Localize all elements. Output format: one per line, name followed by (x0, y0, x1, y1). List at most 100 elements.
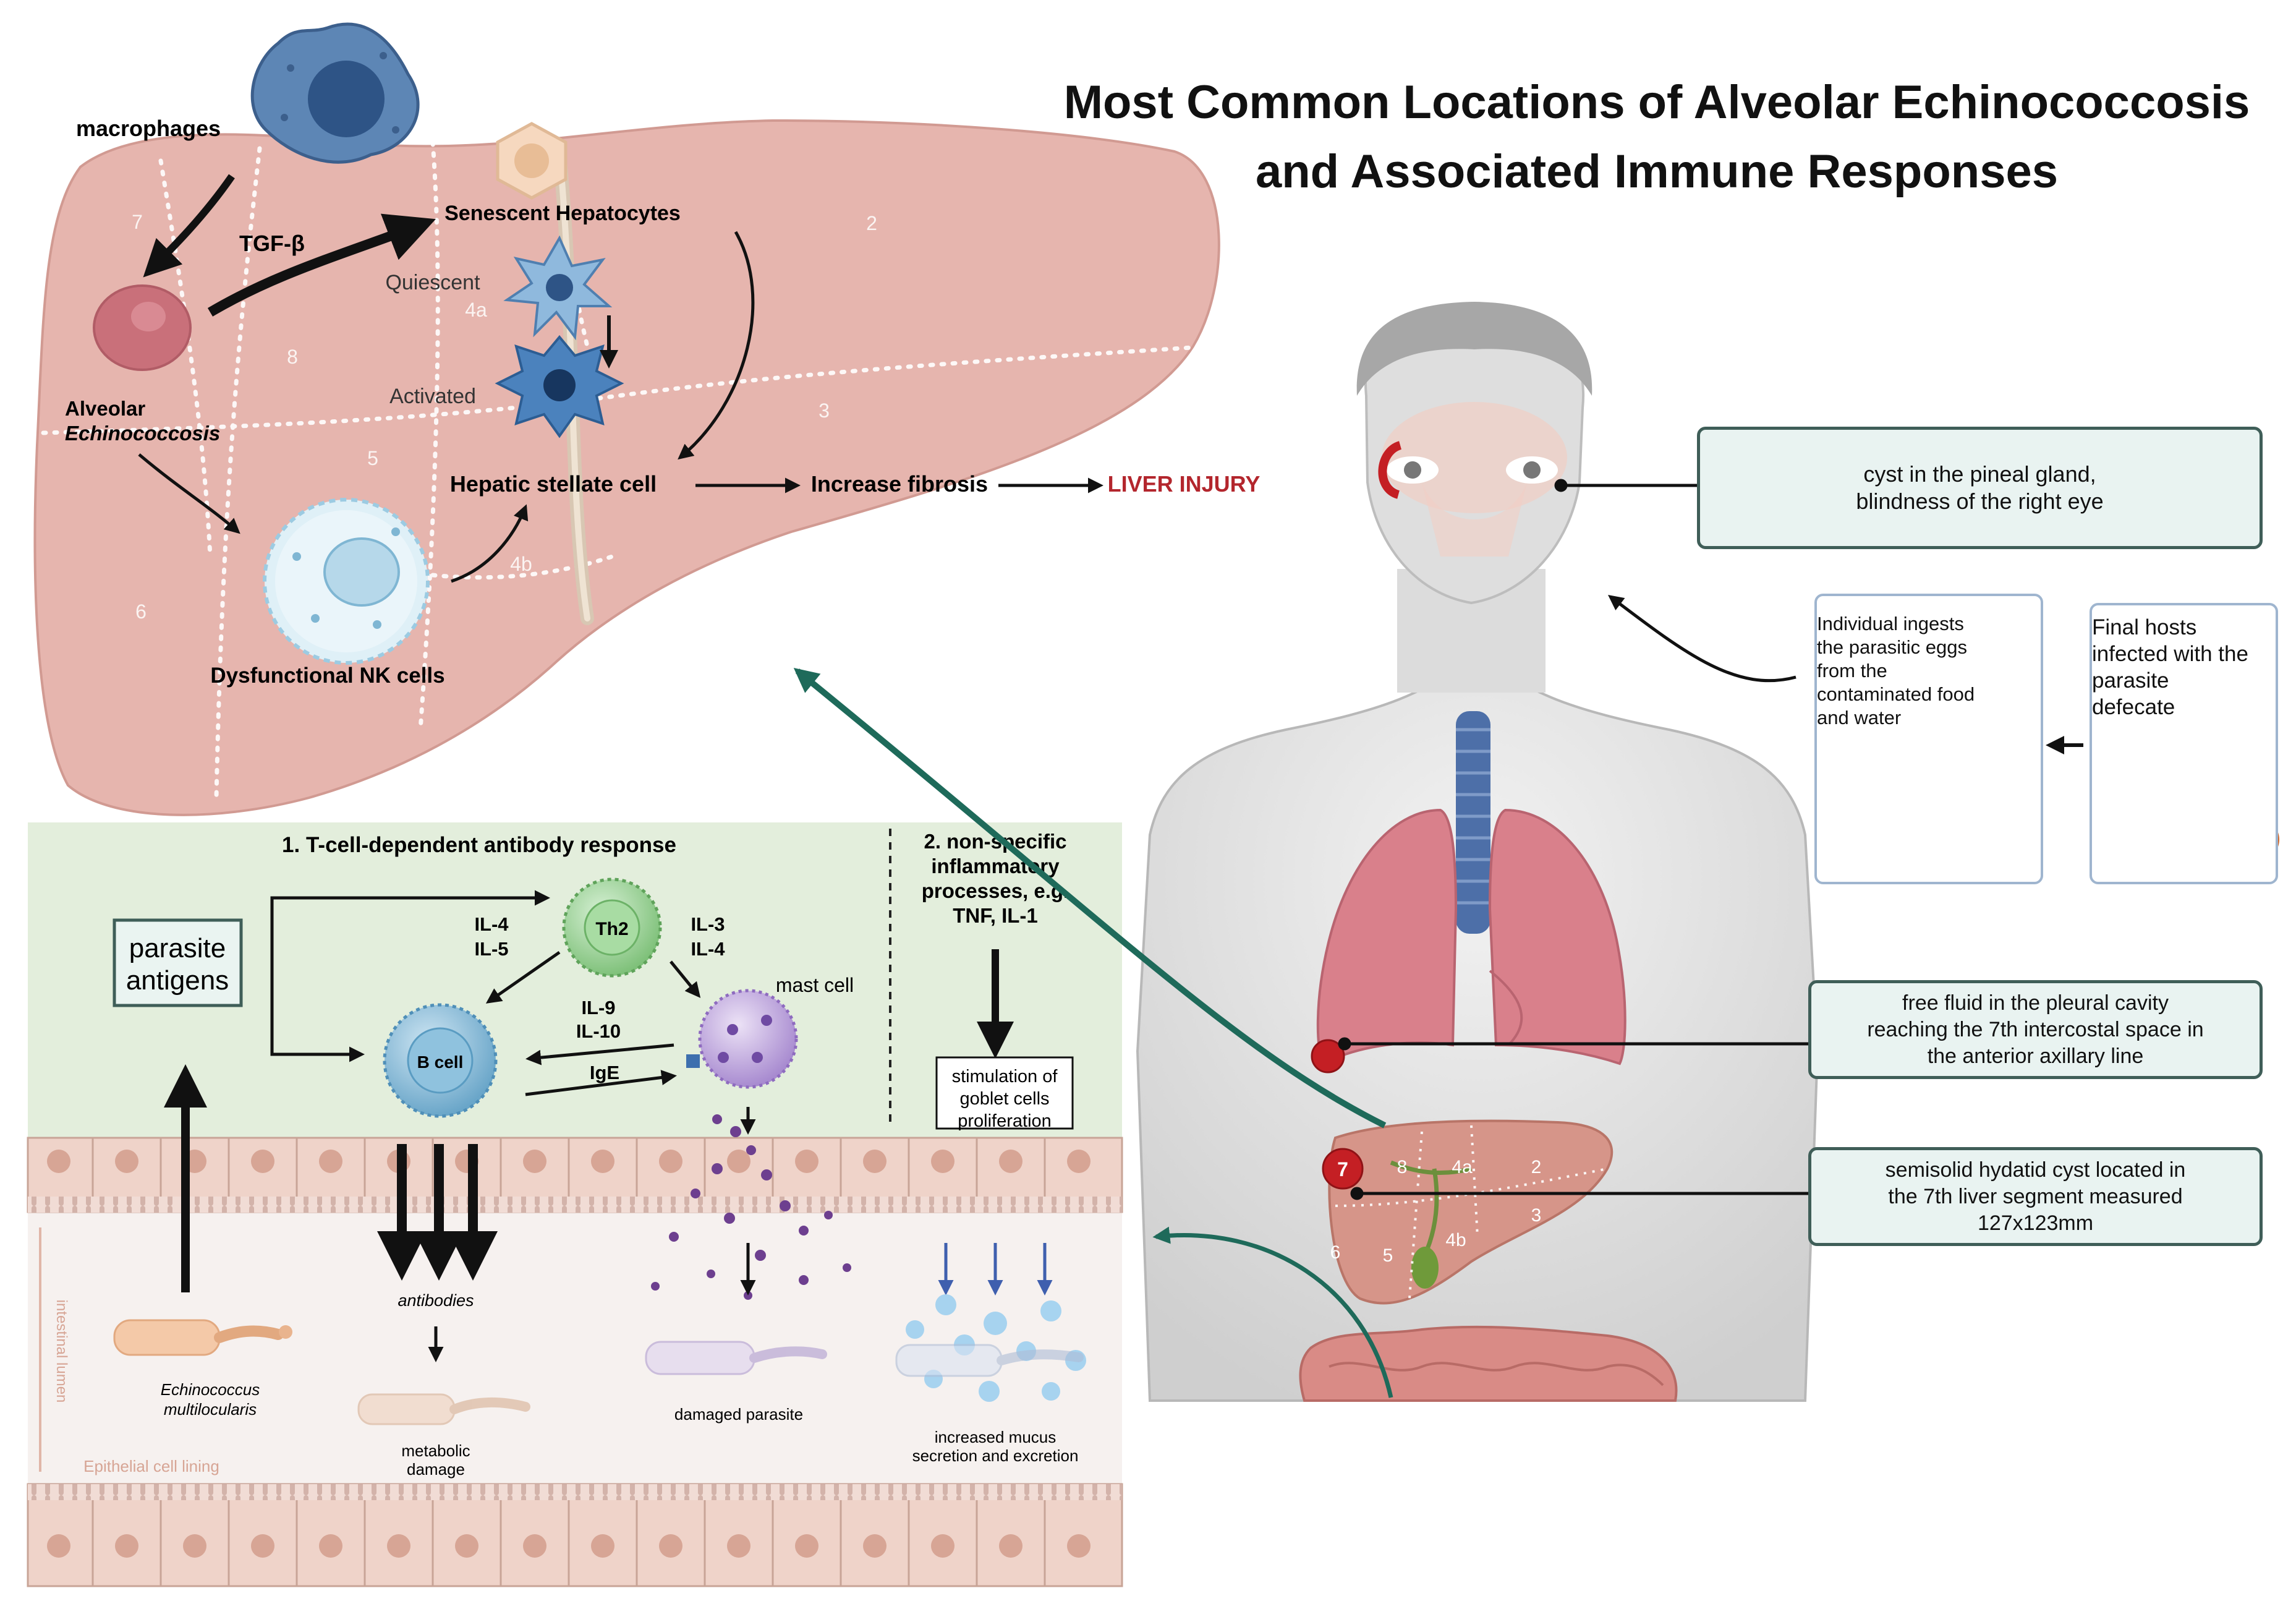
liver-injury-label: LIVER INJURY (1108, 471, 1261, 497)
echinococcosis-label: Echinococcosis (65, 422, 220, 445)
body-liver-segment-4b: 4b (1445, 1230, 1466, 1250)
arrow-th2-to-bcell (485, 950, 561, 1004)
mast-cell-label: mast cell (776, 974, 854, 996)
hepatocyte-cell (496, 122, 568, 200)
liver-segment-6: 6 (135, 600, 147, 623)
th2-cell (562, 877, 662, 978)
ingest-line2: the parasitic eggs (1817, 636, 1967, 658)
arrow-th2-to-mast (670, 960, 701, 998)
activated-label: Activated (389, 385, 476, 408)
parasite-antigens-line2: antigens (126, 965, 229, 996)
pineal-line2: blindness of the right eye (1856, 489, 2104, 514)
pleural-callout: free fluid in the pleural cavity reachin… (1808, 980, 2263, 1079)
svg-text:goblet cells: goblet cells (959, 1089, 1049, 1109)
dysfunctional-nk-label: Dysfunctional NK cells (210, 664, 444, 688)
arrow-tgf-beta (207, 213, 436, 317)
liver-segment-2: 2 (866, 212, 877, 234)
pleural-line1: free fluid in the pleural cavity (1902, 991, 2169, 1015)
svg-text:stimulation of: stimulation of (952, 1067, 1058, 1086)
granule-cloud (651, 1114, 851, 1300)
il5-label: IL-5 (474, 938, 508, 960)
pleural-line3: the anterior axillary line (1927, 1044, 2144, 1068)
heading-non-specific: 2. non-specific inflammatory processes, … (922, 830, 1069, 927)
increase-fibrosis-label: Increase fibrosis (811, 471, 988, 497)
ingest-line3: from the (1817, 660, 1887, 681)
arrow-hepatocytes-to-stellate (678, 231, 755, 460)
svg-text:proliferation: proliferation (958, 1111, 1052, 1131)
il4b-label: IL-4 (691, 938, 725, 960)
svg-text:TNF, IL-1: TNF, IL-1 (953, 904, 1038, 927)
body-silhouette (1136, 654, 1819, 1402)
arrow-bcell-to-mast (525, 1070, 677, 1096)
th2-label: Th2 (595, 919, 628, 939)
heading-t-cell-response: 1. T-cell-dependent antibody response (282, 833, 676, 857)
figure-title: Most Common Locations of Alveolar Echino… (1051, 68, 2263, 207)
arrow-nk-to-stellate (451, 504, 529, 583)
b-cell-label: B cell (417, 1052, 464, 1072)
tgf-beta-label: TGF-β (239, 231, 305, 256)
echinococcus-worm (113, 1319, 292, 1356)
senescent-hepatocytes-label: Senescent Hepatocytes (444, 202, 681, 225)
body-liver-segment-6: 6 (1330, 1242, 1341, 1263)
nk-cell (263, 498, 430, 665)
ingest-line1: Individual ingests (1817, 613, 1964, 634)
mucus-label-line2: secretion and excretion (912, 1446, 1079, 1465)
liver-panel: 7 2 4a 8 3 5 4b 6 macrophages (33, 22, 1261, 816)
ingest-card: Individual ingests the parasitic eggs fr… (1814, 594, 2043, 884)
liver-segment-8: 8 (287, 346, 298, 368)
b-cell (383, 1003, 498, 1118)
hosts-card: Final hosts infected with the parasite d… (2090, 603, 2278, 884)
hosts-line1: Final hosts (2092, 615, 2197, 639)
mast-cell (686, 989, 798, 1089)
liver-segment-3: 3 (818, 399, 830, 422)
parasite-antigens-line1: parasite (129, 933, 226, 963)
goblet-text: stimulation of goblet cells proliferatio… (952, 1067, 1058, 1131)
hepatic-stellate-cell-label: Hepatic stellate cell (450, 471, 657, 497)
parasite-antigens-box (113, 918, 243, 1007)
hydatid-line3: 127x123mm (1977, 1211, 2094, 1235)
il10-label: IL-10 (576, 1020, 621, 1042)
mucus-arrows (938, 1243, 1053, 1295)
macrophages-label: macrophages (76, 116, 221, 141)
teal-arrow-to-immune-panel (1152, 1226, 1393, 1398)
hosts-line4: defecate (2092, 695, 2175, 719)
ingest-line5: and water (1817, 707, 1902, 728)
activated-stellate-cell (495, 335, 624, 438)
epithelial-bottom (27, 1483, 1123, 1587)
pleural-marker (1311, 1039, 1345, 1074)
quiescent-stellate-cell (503, 235, 613, 341)
goblet-box (935, 1056, 1074, 1130)
liver-segment-4a: 4a (465, 299, 487, 321)
ige-label: IgE (590, 1062, 619, 1083)
hydatid-line2: the 7th liver segment measured (1888, 1184, 2183, 1208)
hydatid-callout: semisolid hydatid cyst located in the 7t… (1808, 1147, 2263, 1246)
macrophage-cell (250, 22, 420, 164)
svg-text:processes, e.g.: processes, e.g. (922, 879, 1069, 902)
liver-segment-4b: 4b (510, 553, 532, 575)
mucus-worm (895, 1344, 1084, 1377)
pineal-line1: cyst in the pineal gland, (1863, 461, 2096, 487)
human-body: 8 4a 2 3 6 5 4b 7 (1136, 302, 1819, 1402)
liver-segment-7: 7 (132, 211, 143, 233)
il4-label: IL-4 (474, 913, 509, 935)
liver-cyst-marker: 7 (1322, 1148, 1364, 1190)
svg-text:7: 7 (1337, 1158, 1348, 1180)
hosts-line3: parasite (2092, 668, 2169, 693)
arrow-antigens-to-th2 (270, 890, 550, 1005)
metabolic-damage-worm (357, 1393, 530, 1425)
body-liver-segment-4a: 4a (1452, 1157, 1473, 1177)
epithelial-top (27, 1137, 1123, 1213)
eyes (1378, 441, 1558, 499)
body-liver-segment-2: 2 (1531, 1157, 1542, 1177)
trachea (1456, 711, 1490, 934)
echinococcus-label-line2: multilocularis (164, 1400, 257, 1419)
arrow-mast-to-bcell (525, 1043, 674, 1065)
title-line-2: and Associated Immune Responses (1255, 145, 2058, 198)
body-liver-segment-8: 8 (1397, 1157, 1408, 1177)
il9-label: IL-9 (581, 997, 615, 1018)
ingest-line4: contaminated food (1817, 683, 1975, 705)
hosts-line2: infected with the (2092, 642, 2248, 666)
pineal-callout: cyst in the pineal gland, blindness of t… (1697, 427, 2263, 549)
